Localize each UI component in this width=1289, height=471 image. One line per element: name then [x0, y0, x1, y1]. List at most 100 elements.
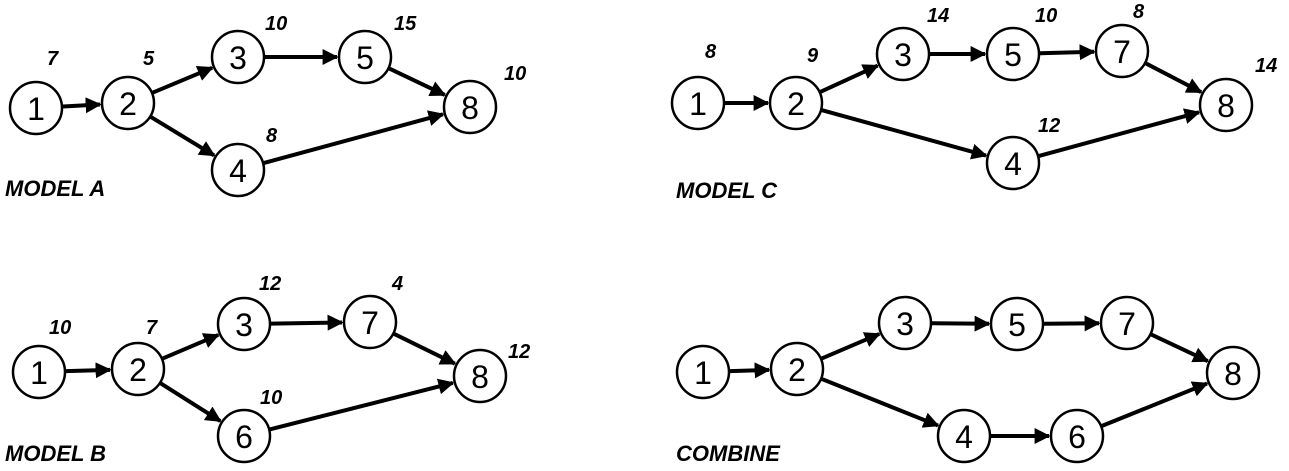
- node-1: 1: [670, 75, 726, 131]
- node-circle: [8, 80, 64, 136]
- node-weight-1: 7: [47, 48, 59, 70]
- node-circle: [985, 26, 1041, 82]
- node-circle: [1198, 77, 1254, 133]
- node-3: 3: [877, 295, 933, 351]
- node-1: 1: [8, 80, 64, 136]
- node-label: 8: [1217, 88, 1235, 124]
- node-weight-2: 5: [143, 48, 155, 70]
- node-label: 3: [894, 37, 912, 73]
- edge-2-to-4: [821, 108, 988, 160]
- edge-6-to-8: [1101, 381, 1209, 428]
- node-label: 4: [1004, 146, 1022, 182]
- node-circle: [342, 294, 398, 350]
- node-circle: [110, 341, 166, 397]
- node-circle: [100, 75, 156, 131]
- node-label: 3: [229, 40, 247, 76]
- model-b-title: MODEL B: [5, 441, 106, 466]
- node-7: 7: [342, 294, 398, 350]
- node-label: 6: [1068, 419, 1086, 455]
- node-circle: [11, 344, 67, 400]
- edge-6-to-8: [269, 378, 455, 432]
- node-2: 2: [110, 341, 166, 397]
- node-circle: [768, 75, 824, 131]
- node-weight-1: 10: [49, 317, 71, 339]
- node-weight-8: 14: [1255, 55, 1277, 77]
- node-2: 2: [768, 75, 824, 131]
- edge-2-to-3: [821, 332, 881, 361]
- node-2: 2: [769, 341, 825, 397]
- node-circle: [877, 295, 933, 351]
- node-label: 5: [1004, 37, 1022, 73]
- node-circle: [1205, 345, 1261, 401]
- node-7: 7: [1099, 295, 1155, 351]
- node-1: 1: [675, 344, 731, 400]
- node-circle: [769, 341, 825, 397]
- node-label: 8: [1224, 356, 1242, 392]
- edge-3-to-7: [270, 314, 344, 331]
- edge-4-to-8: [1038, 108, 1201, 158]
- node-label: 8: [471, 359, 489, 395]
- node-weight-6: 10: [260, 387, 282, 409]
- node-label: 1: [694, 355, 712, 391]
- node-2: 2: [100, 75, 156, 131]
- node-label: 3: [896, 306, 914, 342]
- edge-7-to-8: [1150, 332, 1210, 363]
- edge-1-to-2: [729, 362, 771, 379]
- node-circle: [1099, 295, 1155, 351]
- node-circle: [337, 29, 393, 85]
- node-label: 1: [27, 91, 45, 127]
- node-label: 2: [788, 352, 806, 388]
- node-label: 4: [229, 153, 247, 189]
- node-5: 5: [985, 26, 1041, 82]
- node-8: 8: [1198, 77, 1254, 133]
- edge-2-to-3: [162, 333, 220, 361]
- node-circle: [210, 29, 266, 85]
- node-circle: [1049, 408, 1105, 464]
- node-4: 4: [210, 142, 266, 198]
- node-circle: [442, 79, 498, 135]
- node-circle: [210, 142, 266, 198]
- node-circle: [452, 348, 508, 404]
- node-weight-1: 8: [705, 41, 717, 63]
- node-weight-4: 8: [266, 125, 278, 147]
- node-label: 1: [689, 86, 707, 122]
- node-label: 7: [1113, 34, 1131, 70]
- node-circle: [985, 135, 1041, 191]
- edge-3-to-5: [931, 315, 991, 332]
- node-8: 8: [442, 79, 498, 135]
- node-label: 4: [955, 419, 973, 455]
- edge-2-to-4: [150, 115, 216, 158]
- node-label: 1: [30, 355, 48, 391]
- edge-1-to-2: [62, 97, 102, 114]
- node-8: 8: [1205, 345, 1261, 401]
- model-a-title: MODEL A: [5, 176, 105, 201]
- edge-2-to-3: [152, 65, 214, 95]
- node-label: 5: [356, 40, 374, 76]
- node-label: 7: [361, 305, 379, 341]
- node-6: 6: [216, 408, 272, 464]
- node-weight-8: 12: [508, 341, 530, 363]
- node-weight-7: 4: [391, 273, 403, 295]
- node-weight-7: 8: [1133, 1, 1145, 23]
- node-weight-3: 10: [265, 13, 287, 35]
- node-weight-5: 10: [1035, 5, 1057, 27]
- node-8: 8: [452, 348, 508, 404]
- node-circle: [989, 296, 1045, 352]
- edge-5-to-7: [1043, 315, 1101, 332]
- edge-4-to-8: [263, 110, 445, 165]
- model-c-title: MODEL C: [676, 178, 778, 203]
- edge-7-to-8: [1145, 61, 1203, 94]
- node-circle: [670, 75, 726, 131]
- edge-1-to-2: [65, 362, 112, 379]
- edge-5-to-7: [1039, 44, 1096, 61]
- node-circle: [675, 344, 731, 400]
- node-label: 2: [119, 86, 137, 122]
- edge-2-to-3: [819, 63, 879, 94]
- node-3: 3: [875, 26, 931, 82]
- node-label: 7: [1118, 306, 1136, 342]
